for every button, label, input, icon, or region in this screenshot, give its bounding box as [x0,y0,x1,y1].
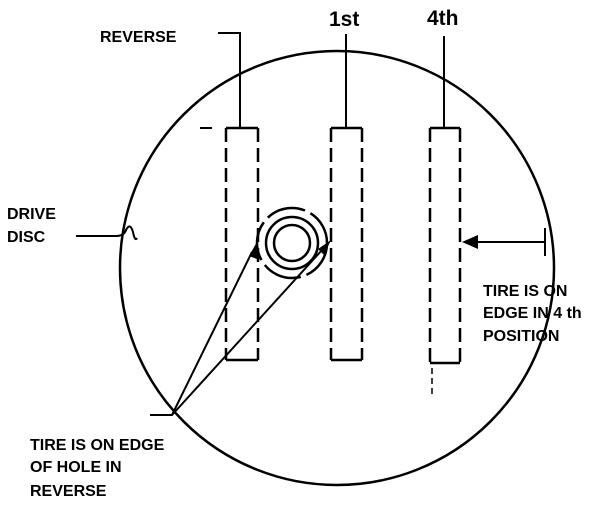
label-tire-4th-1: TIRE IS ON [483,283,567,300]
reverse-leader [218,32,241,128]
arrowhead-reverse-left [249,240,258,259]
label-first: 1st [329,8,359,31]
label-tire-4th-2: EDGE IN 4 th [483,305,582,322]
arrowhead-reverse-right [318,240,331,255]
label-tire-reverse-2: OF HOLE IN [30,459,122,476]
arrowhead-4th [462,235,478,249]
drive-disc-leader [76,225,138,241]
label-fourth: 4th [427,7,459,30]
drive-disc-circle [118,49,556,487]
label-reverse: REVERSE [100,29,177,46]
reverse-tire-leader [150,251,253,416]
tire-4th-leader [474,240,546,243]
label-tire-reverse-3: REVERSE [30,483,107,500]
label-drive-disc-2: DISC [7,229,46,246]
label-drive-disc-1: DRIVE [7,206,56,223]
first-bar [329,126,364,362]
fourth-bar [428,126,462,365]
center-hole [255,206,329,280]
label-tire-4th-3: POSITION [483,328,559,345]
reverse-tire-leader-2 [171,249,323,416]
label-tire-reverse-1: TIRE IS ON EDGE [30,437,165,454]
